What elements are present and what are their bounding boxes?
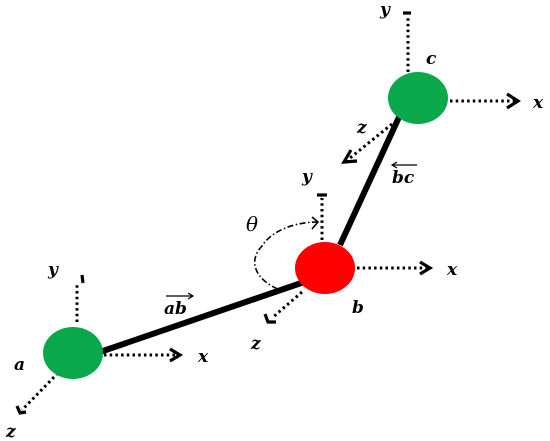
node-a-label: a — [14, 355, 25, 375]
node-a-x-label: x — [197, 347, 209, 367]
node-b-circle — [295, 242, 355, 294]
node-b-label: b — [352, 298, 364, 318]
theta-label: θ — [246, 212, 258, 236]
link-ab — [99, 277, 311, 355]
node-c-label: c — [426, 49, 437, 69]
link-bc — [337, 113, 403, 247]
node-a-x-arrowhead — [169, 347, 184, 363]
node-b-x-arrowhead — [419, 260, 434, 276]
node-c-z-arrowhead — [341, 149, 358, 164]
vector-bc-label: bc — [392, 168, 415, 188]
node-b-z-axis — [271, 290, 303, 320]
node-c-z-label: z — [356, 118, 367, 138]
node-a-y-label: y — [47, 260, 59, 280]
node-c-y-label: y — [379, 0, 391, 20]
node-a-z-arrowhead — [15, 405, 27, 415]
node-a-y-arrowhead — [80, 274, 85, 284]
vector-ab-bar-arrow — [187, 292, 195, 300]
theta-angle-arc — [253, 221, 319, 291]
node-b-z-arrowhead — [263, 313, 276, 324]
node-c-circle — [388, 72, 448, 124]
node-b-y-label: y — [301, 167, 313, 187]
node-a-circle — [43, 327, 103, 379]
vector-ab-label: ab — [164, 299, 187, 319]
vector-bc-bar-arrow — [390, 161, 398, 169]
node-a-z-label: z — [5, 422, 16, 441]
node-c-x-arrowhead — [506, 92, 521, 110]
node-b-x-label: x — [446, 260, 458, 280]
theta-arc-arrow — [311, 216, 320, 230]
node-b-z-label: z — [250, 334, 261, 354]
node-c-x-label: x — [532, 93, 544, 113]
node-a-z-axis — [20, 371, 60, 412]
